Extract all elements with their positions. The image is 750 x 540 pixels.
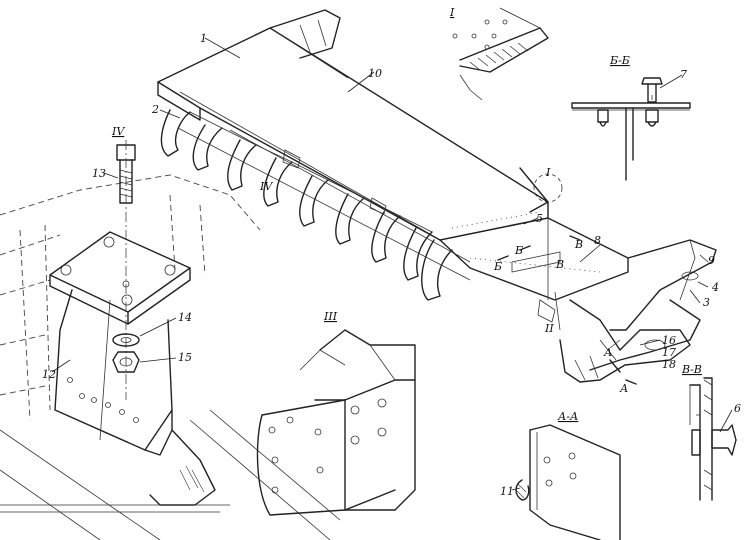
- stabilizer-main: [157, 9, 717, 383]
- section-mark-a-left: А: [603, 346, 612, 359]
- detail-view-III: [256, 329, 416, 516]
- callout-18: 18: [662, 358, 676, 371]
- section-mark-b-left: Б: [493, 260, 502, 273]
- callout-10: 10: [368, 67, 382, 80]
- callout-3: 3: [703, 296, 710, 309]
- section-mark-v-right: В: [555, 258, 564, 271]
- callout-4: 4: [711, 281, 719, 294]
- section-mark-b-right: Б: [514, 244, 523, 257]
- ribs: [160, 109, 471, 301]
- callout-labels: 1 2 3 4 5 6 7 8 9 10 11 12 13 14 15 16 1…: [42, 32, 741, 498]
- section-marks: Б Б В В А А: [493, 238, 628, 395]
- view-title-VV: В-В: [681, 363, 702, 376]
- view-title-III: III: [323, 310, 338, 323]
- section-view-AA: [515, 424, 621, 540]
- callout-14: 14: [178, 311, 192, 324]
- view-title-IV: IV: [111, 125, 125, 138]
- view-marker-IV: IV: [259, 180, 273, 193]
- fitting-detail-IV: [0, 140, 230, 513]
- leader-lines: [51, 37, 733, 491]
- detail-view-I: [452, 7, 549, 101]
- callout-15: 15: [178, 351, 192, 364]
- callout-2: 2: [151, 103, 159, 116]
- callout-6: 6: [734, 402, 741, 415]
- section-view-VV: [689, 377, 737, 501]
- view-title-BB: Б-Б: [609, 54, 630, 67]
- callout-1: 1: [200, 32, 207, 45]
- callout-7: 7: [680, 68, 687, 81]
- callout-16: 16: [662, 334, 676, 347]
- callout-13: 13: [92, 167, 106, 180]
- callout-5: 5: [536, 212, 543, 225]
- view-title-I: I: [449, 6, 455, 19]
- callout-8: 8: [594, 234, 601, 247]
- section-mark-v-left: В: [574, 238, 583, 251]
- callout-12: 12: [42, 368, 56, 381]
- view-title-AA: А-А: [557, 410, 578, 423]
- background-fuselage-outline: [0, 174, 341, 540]
- view-marker-I: I: [545, 166, 551, 179]
- section-mark-a-right: А: [619, 382, 628, 395]
- callout-11: 11: [500, 485, 514, 498]
- section-view-BB: [571, 77, 691, 181]
- view-marker-II: II: [544, 322, 554, 335]
- view-titles: I Б-Б IV III А-А В-В IV I II: [111, 6, 702, 423]
- callout-17: 17: [662, 346, 676, 359]
- callout-9: 9: [708, 254, 715, 267]
